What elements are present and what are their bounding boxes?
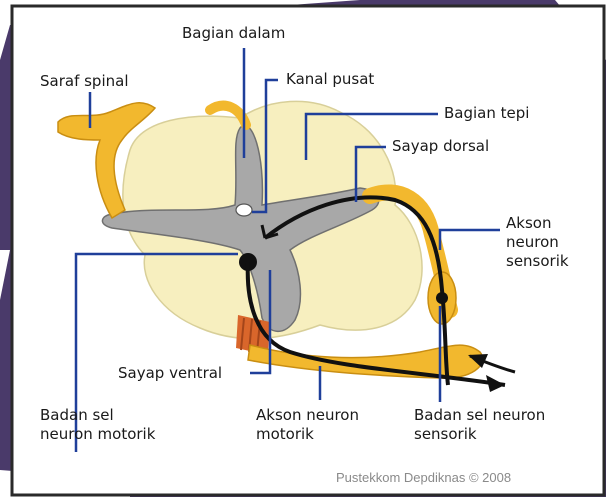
label-badan-sel-neuron-motorik: Badan sel neuron motorik	[40, 406, 155, 444]
credit-text: Pustekkom Depdiknas © 2008	[336, 470, 511, 485]
central-canal	[236, 204, 252, 216]
label-saraf-spinal: Saraf spinal	[40, 72, 129, 91]
label-sayap-ventral: Sayap ventral	[118, 364, 222, 383]
sensory-cell-body	[436, 292, 448, 304]
label-akson-neuron-sensorik: Akson neuron sensorik	[506, 214, 569, 271]
label-akson-neuron-motorik: Akson neuron motorik	[256, 406, 359, 444]
label-sayap-dorsal: Sayap dorsal	[392, 137, 489, 156]
label-bagian-tepi: Bagian tepi	[444, 104, 529, 123]
label-badan-sel-neuron-sensorik: Badan sel neuron sensorik	[414, 406, 545, 444]
label-bagian-dalam: Bagian dalam	[182, 24, 285, 43]
label-kanal-pusat: Kanal pusat	[286, 70, 374, 89]
